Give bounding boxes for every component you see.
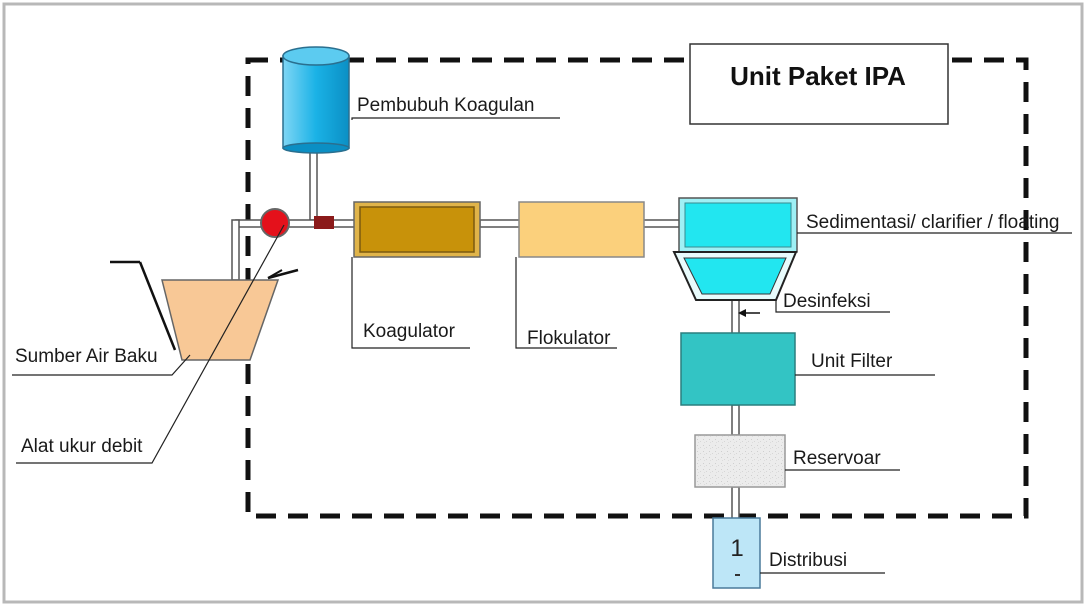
flokulator-unit — [518, 201, 645, 258]
label-flokulator: Flokulator — [527, 328, 611, 349]
leader-lines — [12, 117, 1072, 574]
label-sumber-air-baku: Sumber Air Baku — [15, 346, 158, 367]
label-sedimentasi: Sedimentasi/ clarifier / floating — [806, 212, 1059, 233]
unit-filter — [680, 332, 796, 406]
label-desinfeksi: Desinfeksi — [783, 291, 871, 312]
label-koagulator: Koagulator — [363, 321, 456, 342]
reservoar-unit — [694, 434, 786, 488]
koagulator-unit — [353, 201, 481, 258]
coagulant-tank — [282, 46, 350, 154]
label-distribusi: Distribusi — [769, 550, 847, 571]
distribusi-unit: 1 — [712, 517, 761, 589]
pump-icon — [260, 208, 290, 238]
dosing-valve-icon — [314, 216, 334, 229]
sumber-air-baku-basin — [110, 260, 299, 361]
label-unit-filter: Unit Filter — [811, 351, 893, 372]
label-alat-ukur-debit: Alat ukur debit — [21, 436, 143, 457]
distribusi-mark: 1 — [730, 535, 743, 562]
desinfeksi-arrow-icon — [738, 309, 760, 317]
title-box: Unit Paket IPA — [689, 43, 949, 125]
sedimentasi-unit — [672, 197, 798, 301]
label-pembubuh-koagulan: Pembubuh Koagulan — [357, 95, 534, 116]
diagram-title: Unit Paket IPA — [730, 61, 906, 91]
label-reservoar: Reservoar — [793, 448, 881, 469]
